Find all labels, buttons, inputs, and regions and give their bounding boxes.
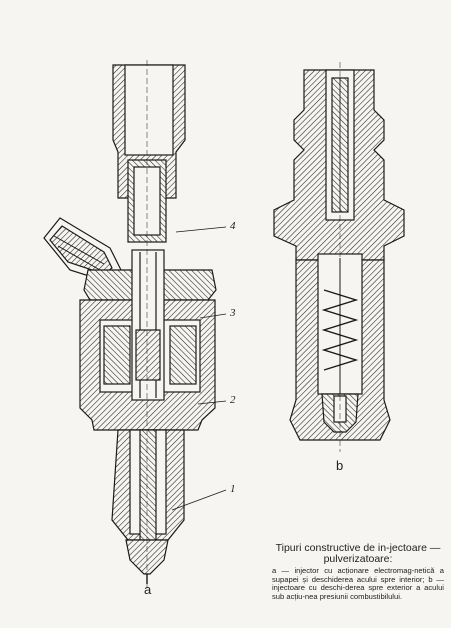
callout-1: 1	[230, 483, 236, 495]
callout-4: 4	[230, 220, 236, 232]
injector-b-drawing	[273, 62, 405, 452]
callout-3: 3	[230, 307, 236, 319]
caption-title: Tipuri constructive de in-jectoare — pul…	[275, 542, 441, 565]
figure-caption: Tipuri constructive de in-jectoare — pul…	[272, 543, 444, 601]
callout-2: 2	[230, 394, 236, 406]
caption-body: a — injector cu acționare electromag-net…	[272, 566, 444, 601]
sublabel-b: b	[336, 458, 344, 473]
sublabel-a: a	[144, 582, 152, 597]
injector-a-drawing	[43, 60, 227, 590]
